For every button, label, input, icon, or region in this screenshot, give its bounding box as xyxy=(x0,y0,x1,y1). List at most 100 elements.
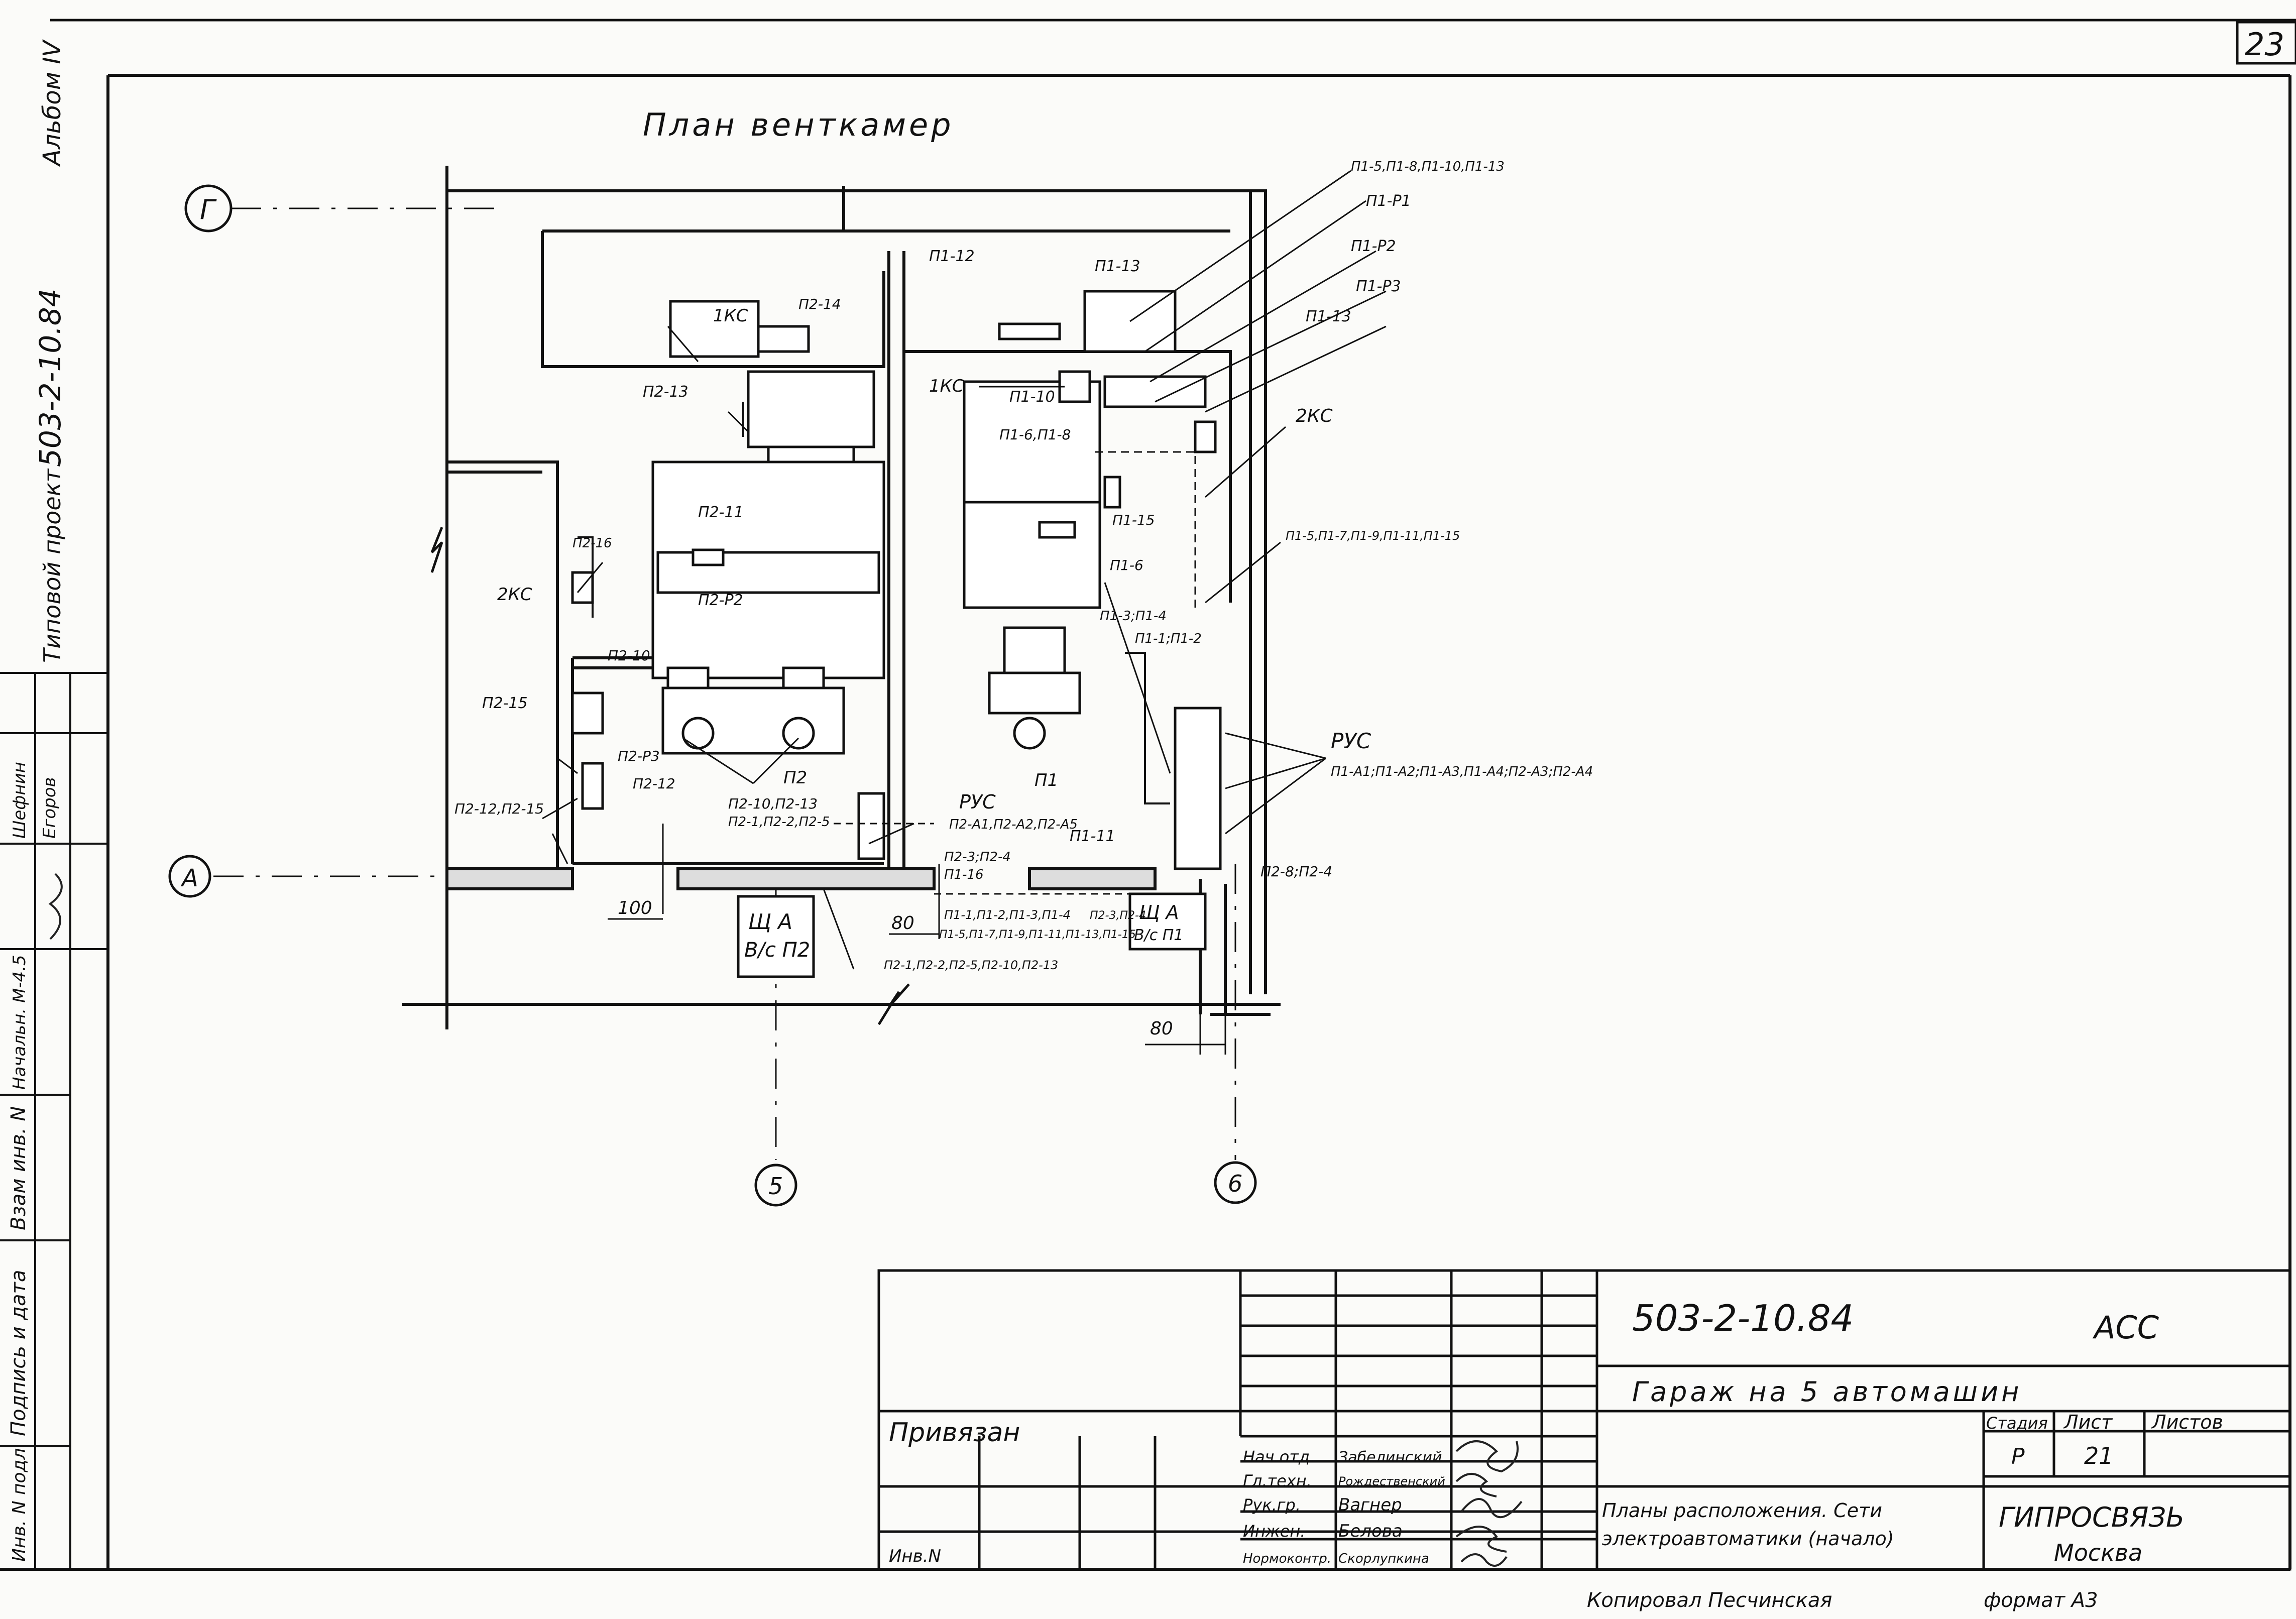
label-p1: П1 xyxy=(1035,770,1058,790)
axis-label-g: Г xyxy=(200,194,217,225)
label-p2-3-4: П2-3;П2-4 xyxy=(944,850,1011,865)
label-p2: П2 xyxy=(783,768,807,788)
label-p1-16: П1-16 xyxy=(944,867,984,882)
panel-left-line1: Щ А xyxy=(748,909,792,934)
label-p1-r1: П1-Р1 xyxy=(1366,192,1411,210)
label-p1-list: П1-5,П1-7,П1-9,П1-11,П1-15 xyxy=(1286,529,1460,543)
side-strip xyxy=(0,672,108,1569)
cell-sign-date: Подпись и дата xyxy=(7,1270,30,1436)
label-p1-15: П1-15 xyxy=(1112,512,1155,528)
label-cable-c: П2-3,П2-4 xyxy=(1090,909,1146,922)
label-cable-b: П1-5,П1-7,П1-9,П1-11,П1-13,П1-15 xyxy=(939,929,1136,941)
page-number: 23 xyxy=(2245,26,2284,63)
tb-role-1: Гл.техн. xyxy=(1243,1471,1312,1490)
side-table-2: Шефнин xyxy=(10,762,30,839)
plan-title: План венткамер xyxy=(643,106,954,143)
break-mark-bottom xyxy=(877,983,910,1025)
label-p2-8-4: П2-8;П2-4 xyxy=(1260,863,1332,880)
label-p2-11: П2-11 xyxy=(698,504,744,521)
label-p2-r2: П2-Р2 xyxy=(698,592,743,609)
tb-description: Планы расположения. Сети электроавтомати… xyxy=(1602,1499,1894,1550)
panel-left-line2: В/с П2 xyxy=(744,939,810,962)
label-p1-r2: П1-Р2 xyxy=(1351,238,1396,255)
leader-lines xyxy=(542,170,1387,970)
label-p1-13c: П1-13 xyxy=(1095,258,1140,275)
axis-circle-a xyxy=(168,855,211,898)
label-rus-left-sub: П2-А1,П2-А2,П2-А5 xyxy=(949,817,1078,832)
tb-copied: Копировал Песчинская xyxy=(1587,1589,1832,1612)
label-rus-right-sub: П1-А1;П1-А2;П1-А3,П1-А4;П2-А3;П2-А4 xyxy=(1331,764,1593,779)
dim-80-a: 80 xyxy=(891,913,914,934)
tb-stage-header: Стадия xyxy=(1986,1414,2048,1433)
tb-sheet-header: Лист xyxy=(2063,1411,2113,1433)
tb-mark: АСС xyxy=(2092,1309,2159,1346)
label-p2-13: П2-13 xyxy=(643,383,688,401)
axis-circle-6 xyxy=(1214,1161,1257,1204)
tb-stage: Р xyxy=(2011,1444,2025,1469)
tb-description-box: Планы расположения. Сети электроавтомати… xyxy=(1602,1499,1894,1550)
label-p1-1-2: П1-1;П1-2 xyxy=(1135,631,1202,646)
panel-left xyxy=(737,895,815,978)
panel-right-line2: В/с П1 xyxy=(1134,927,1183,944)
label-p2-15: П2-15 xyxy=(482,695,528,712)
tb-sheets-header: Листов xyxy=(2151,1411,2223,1433)
label-p2-16: П2-16 xyxy=(572,536,612,551)
axis-circle-g xyxy=(184,184,233,233)
tb-name-2: Вагнер xyxy=(1338,1495,1402,1515)
label-p1-r3: П1-Р3 xyxy=(1356,278,1401,295)
tb-org: ГИПРОСВЯЗЬ xyxy=(1999,1501,2185,1533)
label-2ks-left: 2КС xyxy=(497,585,532,605)
title-block-grid xyxy=(877,1269,2291,1571)
cable-run-4 xyxy=(1095,451,1196,613)
conduit-1 xyxy=(578,536,594,618)
dim-100: 100 xyxy=(618,898,652,918)
label-p1-11: П1-11 xyxy=(1070,828,1115,845)
label-p2-r3: П2-Р3 xyxy=(618,748,660,764)
side-table-3: Егоров xyxy=(40,777,60,839)
tb-inv: Инв.N xyxy=(889,1546,941,1566)
break-mark-left xyxy=(430,527,443,573)
label-rus-right: РУС xyxy=(1331,729,1371,753)
label-2ks-right: 2КС xyxy=(1296,406,1333,426)
axis-circle-5 xyxy=(754,1164,797,1207)
tb-name-0: Забелинский xyxy=(1338,1449,1442,1466)
tb-role-2: Рук.гр. xyxy=(1243,1495,1301,1515)
dimension-lines xyxy=(608,824,1226,1055)
label-cable-d: П2-1,П2-2,П2-5,П2-10,П2-13 xyxy=(884,958,1058,972)
label-p1-6: П1-6 xyxy=(1110,557,1143,573)
dim-80-b: 80 xyxy=(1150,1018,1173,1039)
tb-role-4: Нормоконтр. xyxy=(1243,1551,1331,1566)
label-p1-10: П1-10 xyxy=(1009,388,1055,406)
tb-city: Москва xyxy=(2054,1539,2142,1566)
axis-label-a: А xyxy=(180,864,198,892)
label-p2-1-list: П2-1,П2-2,П2-5 xyxy=(728,815,830,830)
tb-signatures xyxy=(1455,1440,1523,1567)
tb-role-0: Нач.отд. xyxy=(1243,1447,1315,1466)
label-p1-13a: П1-13 xyxy=(1306,308,1351,325)
tb-role-3: Инжен. xyxy=(1243,1522,1305,1541)
tb-privyazan: Привязан xyxy=(889,1418,1020,1448)
project-type-side: Типовой проект xyxy=(39,469,66,663)
tb-name-3: Белова xyxy=(1338,1521,1403,1541)
label-p1-5: П1-5,П1-8,П1-10,П1-13 xyxy=(1351,159,1505,174)
project-code-side: 503-2-10.84 xyxy=(33,288,67,467)
panel-right xyxy=(1128,892,1207,951)
page-number-box xyxy=(2236,21,2296,65)
walls xyxy=(402,166,1281,1029)
tb-name-1: Рождественский xyxy=(1338,1474,1445,1488)
label-rus-left: РУС xyxy=(959,791,996,813)
tb-roles: Нач.отд. Забелинский Гл.техн. Рождествен… xyxy=(1243,1447,1445,1566)
label-p2-10-13: П2-10,П2-13 xyxy=(728,795,818,812)
tb-format: формат А3 xyxy=(1984,1589,2098,1612)
label-cable-a: П1-1,П1-2,П1-3,П1-4 xyxy=(944,908,1071,922)
panel-right-line1: Щ А xyxy=(1139,901,1179,923)
equipment xyxy=(571,290,1222,870)
label-p1-3-4: П1-3;П1-4 xyxy=(1100,609,1167,624)
label-p1-12: П1-12 xyxy=(929,248,975,265)
label-p1-6-8: П1-6,П1-8 xyxy=(999,426,1071,443)
axis-label-6: 6 xyxy=(1228,1170,1242,1197)
cable-run-3 xyxy=(1125,652,1170,804)
tb-code: 503-2-10.84 xyxy=(1632,1297,1854,1339)
